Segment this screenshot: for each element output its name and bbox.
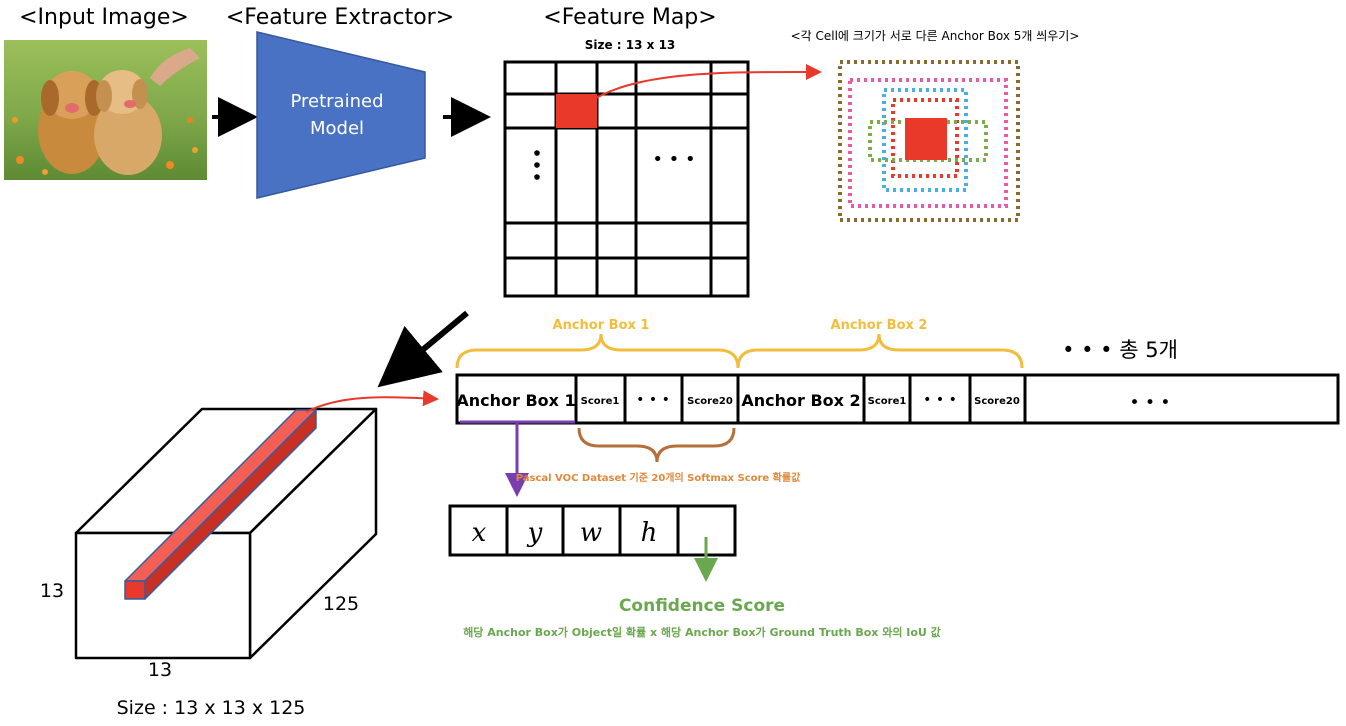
confidence-title: Confidence Score: [619, 596, 785, 616]
feature-map-header: <Feature Map>: [543, 5, 716, 30]
coords-box: [448, 504, 737, 557]
vector-cell-dots-b: • • •: [923, 392, 957, 408]
model-label-line2: Model: [310, 118, 364, 139]
brace1-label: Anchor Box 1: [553, 318, 650, 333]
brace2: [736, 333, 1024, 369]
coord-x: x: [472, 518, 487, 548]
total-count-label: • • • 총 5개: [1062, 338, 1178, 362]
coord-h: h: [641, 518, 658, 548]
vector-cell-dots-rest: • • •: [1130, 393, 1171, 413]
tensor-size-caption: Size : 13 x 13 x 125: [117, 697, 306, 719]
tensor-height-label: 13: [40, 580, 64, 602]
softmax-note: Pascal VOC Dataset 기준 20개의 Softmax Score…: [516, 471, 801, 484]
vector-cell-anchor1: Anchor Box 1: [456, 391, 575, 410]
arrow-cell-to-anchors: [576, 63, 822, 113]
coord-w: w: [580, 518, 602, 548]
grid-dots-horizontal: • • •: [652, 149, 695, 170]
tensor-width-label: 13: [148, 659, 172, 681]
vector-cell-dots-a: • • •: [636, 392, 670, 408]
scores-brace: [577, 427, 736, 463]
input-image-photo: [4, 40, 207, 180]
feature-map-grid: [503, 60, 750, 298]
vector-cell-score20-b: Score20: [974, 396, 1020, 407]
confidence-description: 해당 Anchor Box가 Object일 확률 x 해당 Anchor Bo…: [463, 625, 941, 639]
tensor-red-column: [124, 409, 317, 600]
brace1: [455, 333, 740, 369]
output-vector-dividers: [574, 375, 1027, 423]
arrow-column-to-vector: [305, 390, 439, 413]
feature-map-size-label: Size : 13 x 13: [585, 38, 676, 52]
vector-cell-anchor2: Anchor Box 2: [741, 391, 860, 410]
vector-cell-score1-b: Score1: [868, 396, 907, 407]
vector-cell-score20-a: Score20: [687, 396, 733, 407]
arrow-featuremap-to-tensor: [377, 310, 469, 388]
coord-y: y: [527, 518, 543, 548]
anchor-caption: <각 Cell에 크기가 서로 다른 Anchor Box 5개 씌우기>: [791, 29, 1080, 43]
model-label-line1: Pretrained: [290, 91, 383, 112]
output-vector: [455, 373, 1340, 425]
vector-cell-score1-a: Score1: [581, 396, 620, 407]
input-image-header: <Input Image>: [19, 5, 189, 30]
tensor-depth-label: 125: [323, 593, 359, 615]
anchor-center-cell: [905, 118, 947, 160]
feature-extractor-header: <Feature Extractor>: [226, 5, 454, 30]
grid-dots-vertical: [534, 150, 540, 180]
tensor-cube: [74, 407, 378, 660]
selected-cell: [556, 94, 597, 128]
pretrained-model-shape: [256, 31, 426, 199]
brace2-label: Anchor Box 2: [831, 318, 928, 333]
